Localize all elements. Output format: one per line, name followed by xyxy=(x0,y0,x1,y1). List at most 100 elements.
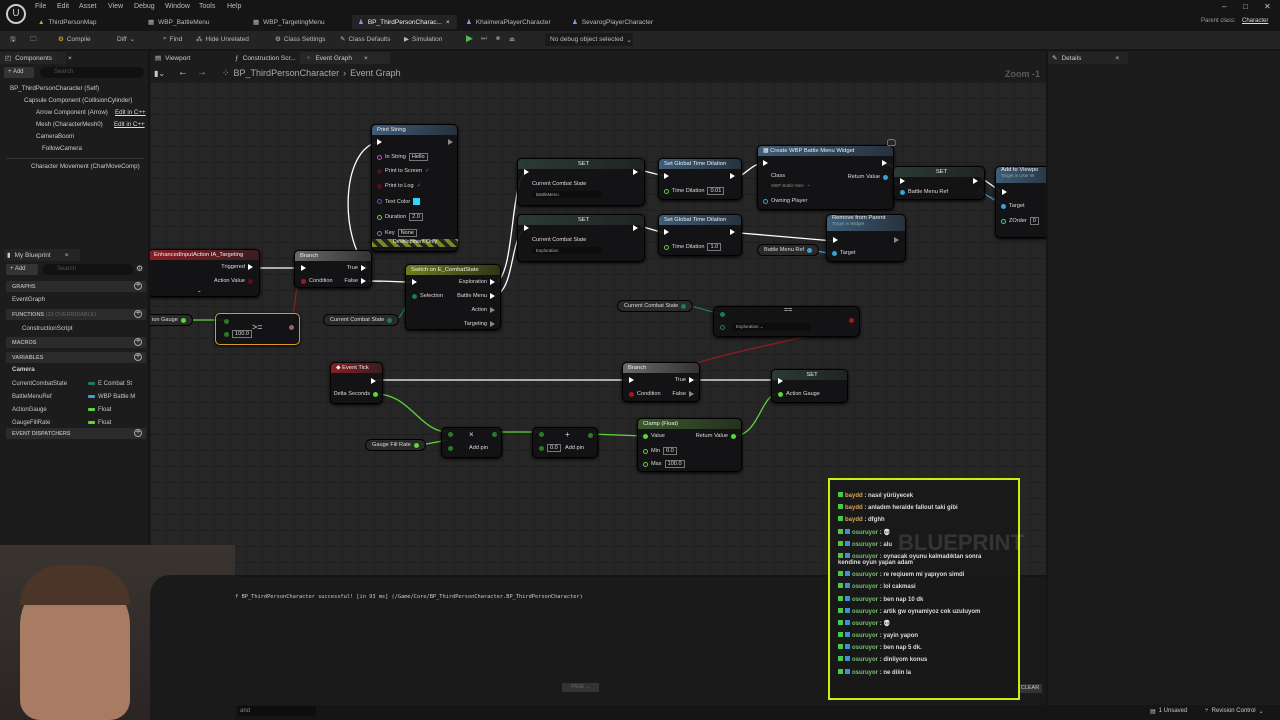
construction-script-item[interactable]: ConstructionScript xyxy=(22,325,73,332)
input-pin[interactable] xyxy=(539,446,544,451)
action-gauge-getter[interactable]: ion Gauge xyxy=(150,314,193,326)
exec-out-pin[interactable] xyxy=(973,178,978,184)
current-combat-state-getter[interactable]: Current Combat State xyxy=(323,314,400,326)
command-input[interactable]: and xyxy=(238,706,316,716)
add-member-button[interactable]: + Add xyxy=(6,264,38,275)
camera-category[interactable]: Camera xyxy=(12,366,35,373)
value-pin[interactable]: Value xyxy=(643,433,665,439)
forward-arrow-icon[interactable]: → xyxy=(197,67,207,78)
input-pin[interactable] xyxy=(224,332,229,337)
exec-out-pin[interactable] xyxy=(730,173,735,179)
add-dispatcher-icon[interactable]: + xyxy=(134,429,142,437)
minimize-button[interactable]: – xyxy=(1222,2,1227,11)
switch-node[interactable]: Switch on E_CombatState Selection Explor… xyxy=(405,264,501,330)
close-icon[interactable]: × xyxy=(1115,54,1120,62)
exec-out-pin[interactable] xyxy=(894,237,899,243)
breadcrumb-blueprint[interactable]: BP_ThirdPersonCharacter xyxy=(233,68,340,78)
menu-file[interactable]: File xyxy=(35,3,47,10)
exec-in-pin[interactable] xyxy=(778,378,783,384)
close-icon[interactable]: × xyxy=(363,54,368,62)
exec-in-pin[interactable] xyxy=(301,265,306,271)
play-button[interactable]: ▶ xyxy=(466,33,473,43)
tree-item-camera-boom[interactable]: CameraBoom xyxy=(36,133,75,140)
edit-in-cpp-link[interactable]: Edit in C++ xyxy=(114,121,145,128)
output-pin[interactable] xyxy=(588,433,593,438)
compare-value-field[interactable]: 100.0 xyxy=(232,330,252,338)
add-function-icon[interactable]: + xyxy=(134,310,142,318)
exec-in-pin[interactable] xyxy=(524,225,529,231)
save-icon[interactable]: 🖫 xyxy=(10,36,16,43)
add-variable-icon[interactable]: + xyxy=(134,353,142,361)
tree-item-self[interactable]: BP_ThirdPersonCharacter (Self) xyxy=(10,85,100,92)
tab-bp-third-person-character[interactable]: ♟BP_ThirdPersonCharac...× xyxy=(352,15,457,29)
class-defaults-button[interactable]: ✎Class Defaults xyxy=(340,35,390,44)
tree-item-character-movement[interactable]: Character Movement (CharMoveComp) xyxy=(31,163,140,170)
clear-button[interactable]: CLEAR xyxy=(1018,684,1042,693)
selection-pin[interactable]: Selection xyxy=(412,293,443,299)
action-pin[interactable]: Action xyxy=(471,307,495,313)
create-widget-node[interactable]: ▦ Create WBP Battle Menu Widget Class WB… xyxy=(757,145,894,210)
macros-section[interactable]: MACROS+ xyxy=(6,337,146,348)
menu-help[interactable]: Help xyxy=(227,3,242,10)
tree-item-capsule[interactable]: Capsule Component (CollisionCylinder) xyxy=(24,97,133,104)
tab-sevarog[interactable]: ♟SevarogPlayerCharacter xyxy=(568,15,668,29)
add-value-field[interactable]: 0.0 xyxy=(547,444,561,452)
menu-window[interactable]: Window xyxy=(165,3,190,10)
action-value-pin[interactable]: Action Value xyxy=(214,278,253,284)
current-combat-state-getter[interactable]: Current Combat State xyxy=(617,300,694,312)
components-tab[interactable]: ◰Components× xyxy=(0,52,72,64)
target-pin[interactable]: Target xyxy=(1001,203,1025,209)
true-pin[interactable]: True xyxy=(347,265,366,271)
exec-out-pin[interactable] xyxy=(448,139,453,145)
condition-pin[interactable]: Condition xyxy=(301,278,333,284)
tab-third-person-map[interactable]: ▲ThirdPersonMap xyxy=(30,15,130,29)
target-pin[interactable]: Target xyxy=(832,250,856,256)
exec-out-pin[interactable] xyxy=(882,160,887,166)
browse-icon[interactable]: 🗀 xyxy=(30,36,37,43)
class-dropdown[interactable]: WBP Battle Men⌄ xyxy=(771,182,811,188)
return-value-pin[interactable]: Return Value xyxy=(848,174,888,180)
exec-in-pin[interactable] xyxy=(524,169,529,175)
add-pin-button[interactable]: Add pin xyxy=(565,445,584,451)
add-macro-icon[interactable]: + xyxy=(134,338,142,346)
condition-pin[interactable]: Condition xyxy=(629,391,661,397)
gear-icon[interactable]: ⚙ xyxy=(136,264,144,273)
battle-menu-ref-getter[interactable]: Battle Menu Ref xyxy=(757,244,820,256)
max-field[interactable]: 100.0 xyxy=(664,460,685,468)
multiply-node[interactable]: × Add pin xyxy=(441,427,502,458)
exec-in-pin[interactable] xyxy=(629,377,634,383)
tab-event-graph[interactable]: ⁘Event Graph× xyxy=(300,52,390,64)
add-pin-button[interactable]: Add pin xyxy=(469,445,488,451)
close-icon[interactable]: × xyxy=(68,54,72,62)
input-pin[interactable] xyxy=(720,312,725,317)
exec-in-pin[interactable] xyxy=(664,173,669,179)
tab-wbp-targeting-menu[interactable]: ▦WBP_TargetingMenu xyxy=(245,15,345,29)
time-dilation-field[interactable]: 0.01 xyxy=(707,187,725,195)
exec-in-pin[interactable] xyxy=(833,237,838,243)
breadcrumb-graph[interactable]: Event Graph xyxy=(350,68,401,78)
event-dispatchers-section[interactable]: EVENT DISPATCHERS+ xyxy=(6,428,146,439)
exec-out-pin[interactable] xyxy=(371,378,376,384)
close-icon[interactable]: × xyxy=(64,251,69,259)
close-icon[interactable]: × xyxy=(445,18,450,26)
hide-unrelated-button[interactable]: ⁂Hide Unrelated xyxy=(196,35,249,44)
branch-node[interactable]: Branch True Condition False xyxy=(622,362,700,402)
variables-section[interactable]: VARIABLES+ xyxy=(6,352,146,363)
print-to-screen-pin[interactable]: Print to Screen✓ xyxy=(377,168,430,174)
menu-edit[interactable]: Edit xyxy=(57,3,70,10)
exec-in-pin[interactable] xyxy=(377,139,382,145)
page-button[interactable]: PAGE ⌄ xyxy=(562,683,599,692)
add-node[interactable]: 0.0 + Add pin xyxy=(532,427,598,458)
menu-asset[interactable]: Asset xyxy=(79,3,97,10)
input-pin[interactable] xyxy=(448,446,453,451)
